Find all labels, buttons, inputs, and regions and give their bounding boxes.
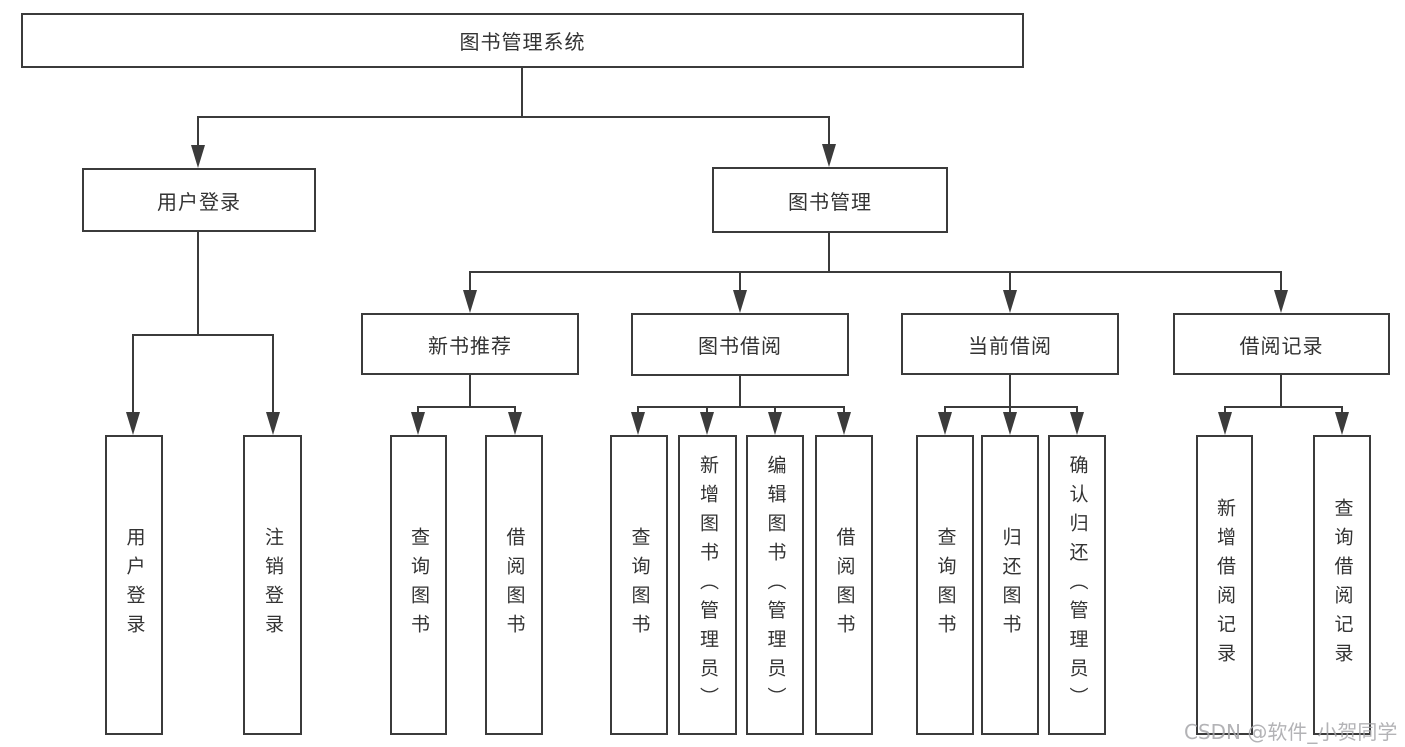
node-current-borrow: 当前借阅 <box>901 313 1119 375</box>
connector-vline <box>272 334 274 415</box>
connector-vline <box>469 272 471 293</box>
arrowhead-icon <box>1070 412 1084 435</box>
leaf-add-books-admin: 新增图书（管理员） <box>678 435 737 735</box>
connector-vline <box>739 272 741 293</box>
arrowhead-icon <box>768 412 782 435</box>
node-label: 借阅图书 <box>833 527 856 643</box>
csdn-watermark: CSDN @软件_小贺同学 <box>1184 720 1398 744</box>
node-label: 借阅图书 <box>503 527 526 643</box>
node-label: 查询借阅记录 <box>1331 498 1354 672</box>
leaf-query-books-recommend: 查询图书 <box>390 435 447 735</box>
connector-vline <box>197 232 199 336</box>
connector-hline <box>132 334 274 336</box>
connector-hline <box>197 116 830 118</box>
connector-hline <box>1224 406 1343 408</box>
connector-hline <box>637 406 845 408</box>
connector-hline <box>469 271 1282 273</box>
connector-vline <box>1009 375 1011 408</box>
connector-vline <box>132 334 134 415</box>
leaf-add-borrow-record: 新增借阅记录 <box>1196 435 1253 735</box>
node-label: 查询图书 <box>628 527 651 643</box>
node-label: 图书管理系统 <box>459 30 586 54</box>
leaf-user-login: 用户登录 <box>105 435 163 735</box>
arrowhead-icon <box>837 412 851 435</box>
node-label: 查询图书 <box>934 527 957 643</box>
node-label: 新书推荐 <box>428 333 512 358</box>
arrowhead-icon <box>191 145 205 168</box>
leaf-query-books-borrow: 查询图书 <box>610 435 668 735</box>
node-label: 用户登录 <box>157 189 241 214</box>
node-label: 新增图书（管理员） <box>697 454 719 716</box>
connector-vline <box>739 376 741 408</box>
connector-hline <box>417 406 516 408</box>
arrowhead-icon <box>266 412 280 435</box>
arrowhead-icon <box>822 144 836 167</box>
node-label: 确认归还（管理员） <box>1066 454 1089 716</box>
node-label: 注销登录 <box>262 527 284 643</box>
node-label: 图书管理 <box>788 189 872 214</box>
leaf-borrow-books-recommend: 借阅图书 <box>485 435 543 735</box>
node-label: 借阅记录 <box>1239 333 1324 358</box>
leaf-confirm-return-admin: 确认归还（管理员） <box>1048 435 1106 735</box>
leaf-return-books: 归还图书 <box>981 435 1039 735</box>
node-user-login: 用户登录 <box>82 168 316 232</box>
node-label: 图书借阅 <box>698 334 782 358</box>
connector-vline <box>1009 272 1011 293</box>
leaf-query-books-current: 查询图书 <box>916 435 974 735</box>
arrowhead-icon <box>1003 412 1017 435</box>
connector-vline <box>828 117 830 149</box>
arrowhead-icon <box>411 412 425 435</box>
node-borrow-records: 借阅记录 <box>1173 313 1390 375</box>
leaf-borrow-books: 借阅图书 <box>815 435 873 735</box>
node-label: 用户登录 <box>123 527 146 643</box>
node-library-management-system: 图书管理系统 <box>21 13 1024 68</box>
leaf-query-borrow-record: 查询借阅记录 <box>1313 435 1371 735</box>
connector-hline <box>944 406 1078 408</box>
arrowhead-icon <box>463 290 477 313</box>
node-new-book-recommend: 新书推荐 <box>361 313 579 375</box>
arrowhead-icon <box>126 412 140 435</box>
arrowhead-icon <box>631 412 645 435</box>
arrowhead-icon <box>1218 412 1232 435</box>
connector-vline <box>521 68 523 118</box>
connector-vline <box>1280 375 1282 408</box>
arrowhead-icon <box>1003 290 1017 313</box>
arrowhead-icon <box>733 290 747 313</box>
node-book-borrow: 图书借阅 <box>631 313 849 376</box>
leaf-logout: 注销登录 <box>243 435 302 735</box>
connector-vline <box>197 117 199 150</box>
connector-vline <box>828 233 830 273</box>
node-label: 查询图书 <box>408 527 430 643</box>
arrowhead-icon <box>700 412 714 435</box>
arrowhead-icon <box>1274 290 1288 313</box>
node-label: 当前借阅 <box>968 333 1052 358</box>
arrowhead-icon <box>508 412 522 435</box>
connector-vline <box>469 375 471 408</box>
connector-vline <box>1280 272 1282 293</box>
node-label: 编辑图书（管理员） <box>764 454 787 716</box>
arrowhead-icon <box>1335 412 1349 435</box>
node-label: 归还图书 <box>999 527 1022 643</box>
leaf-edit-books-admin: 编辑图书（管理员） <box>746 435 804 735</box>
node-book-management: 图书管理 <box>712 167 948 233</box>
arrowhead-icon <box>938 412 952 435</box>
node-label: 新增借阅记录 <box>1214 498 1236 672</box>
